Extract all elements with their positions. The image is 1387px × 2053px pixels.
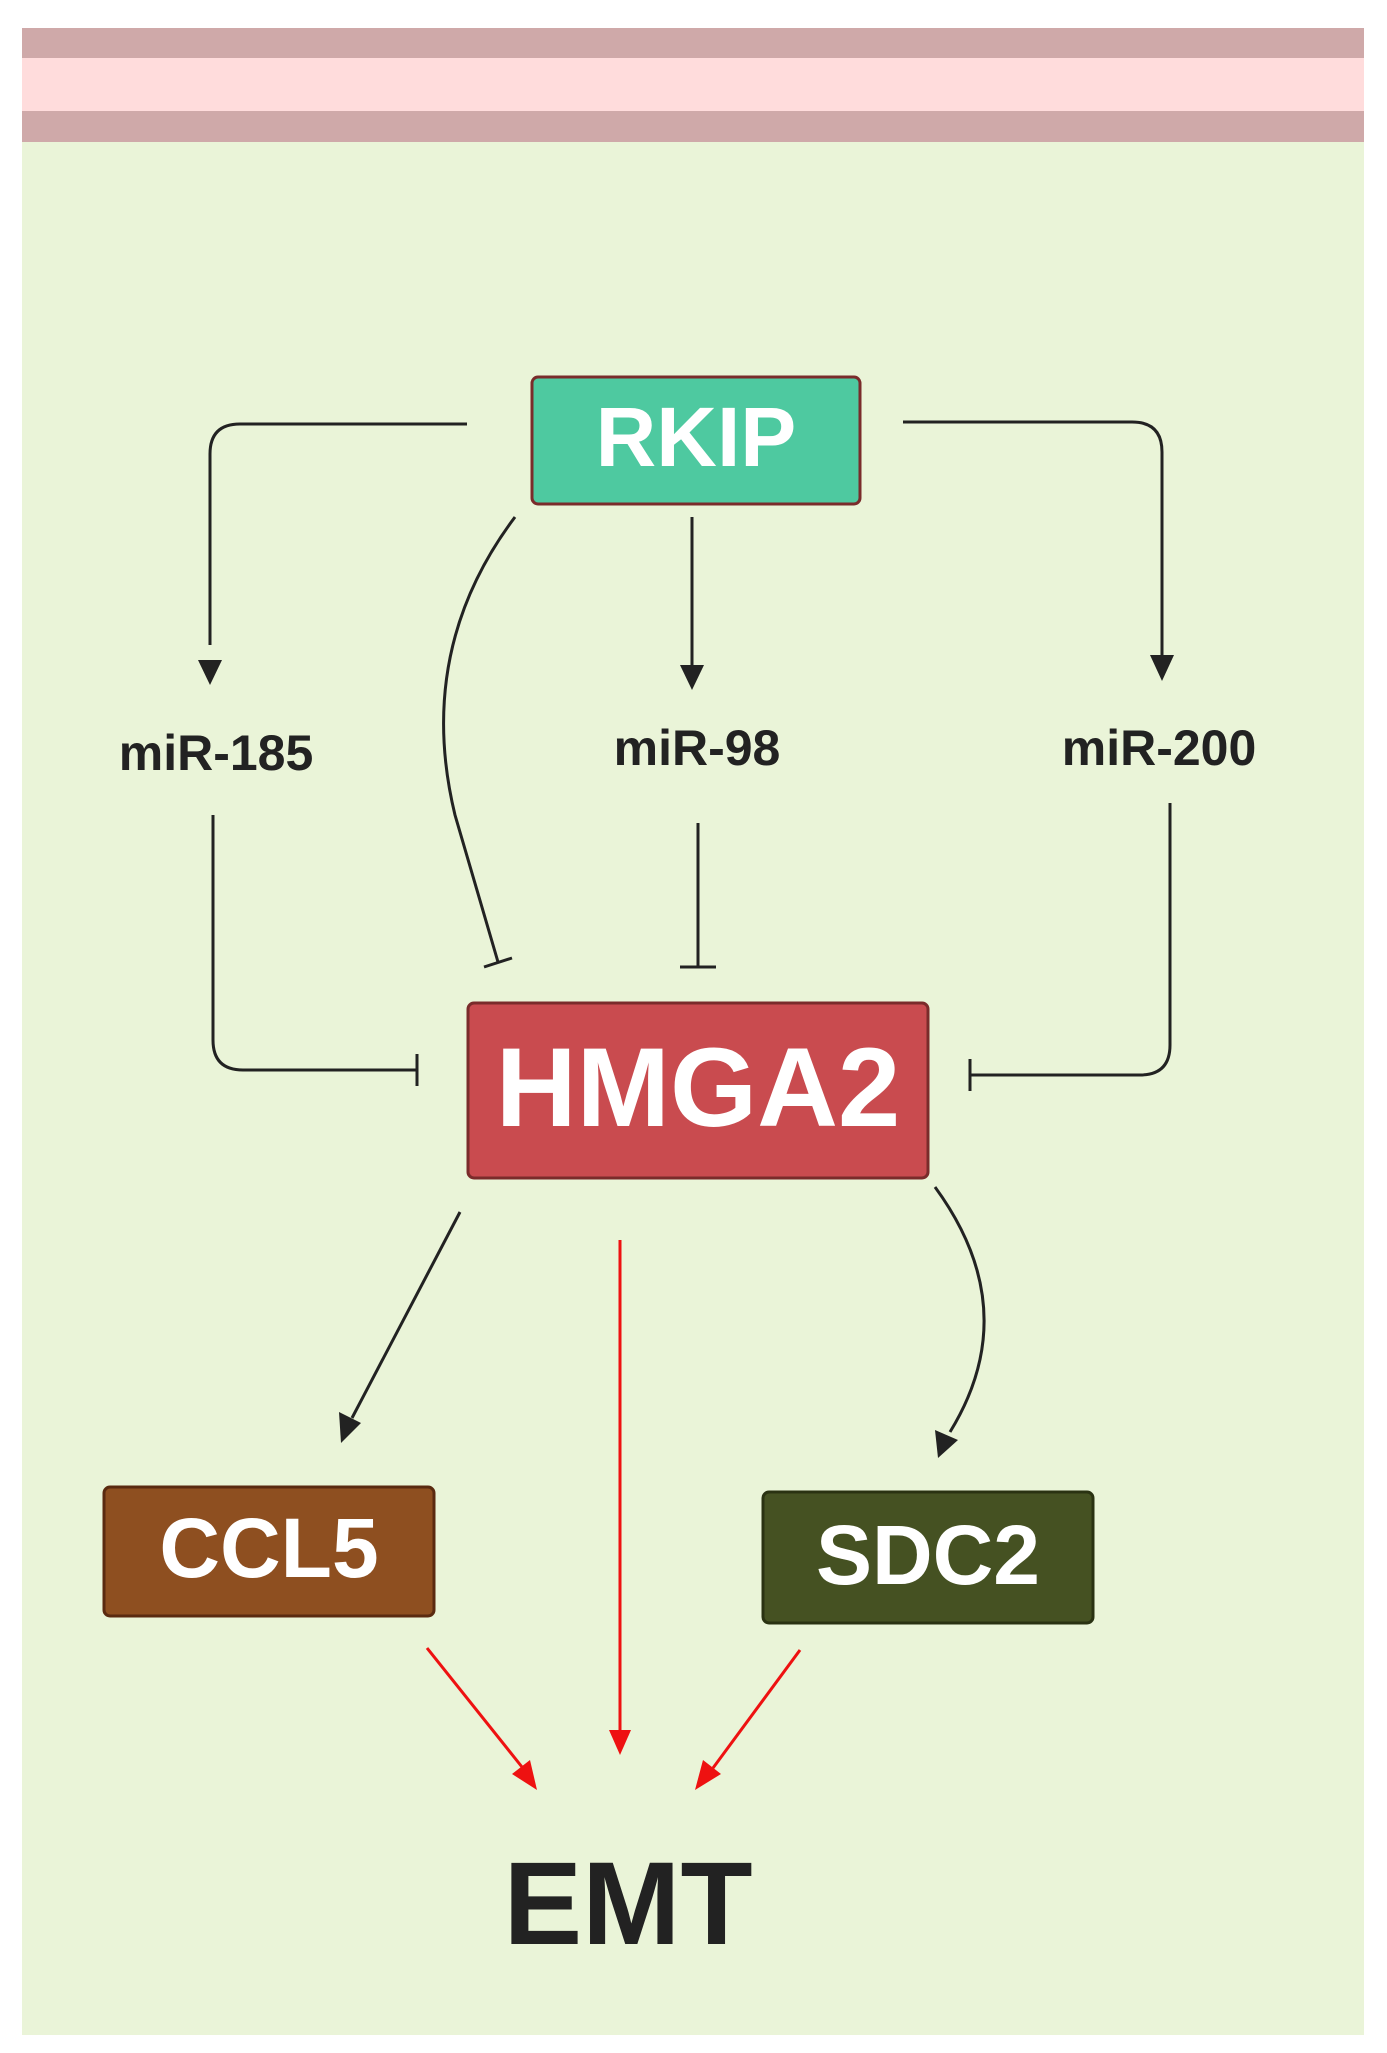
hmga2-node: HMGA2 <box>466 1001 930 1180</box>
sdc2-node: SDC2 <box>761 1490 1095 1625</box>
rkip-label: RKIP <box>596 390 797 484</box>
rkip-to-mir185-arrow <box>198 422 467 685</box>
sdc2-label: SDC2 <box>816 1508 1040 1602</box>
membrane-outer-top <box>22 28 1364 58</box>
rkip-inhibits-hmga2-line <box>442 516 517 969</box>
hmga2-to-sdc2-arrow <box>933 1186 986 1458</box>
mir185-label: miR-185 <box>119 725 314 781</box>
mir200-inhibits-hmga2-line <box>968 803 1172 1091</box>
membrane-inner <box>22 58 1364 111</box>
rkip-node: RKIP <box>530 375 862 506</box>
hmga2-to-ccl5-arrow <box>339 1211 462 1443</box>
hmga2-to-emt-arrow <box>609 1240 631 1755</box>
rkip-to-mir98-arrow <box>680 517 704 690</box>
mir98-inhibits-hmga2-line <box>680 823 716 969</box>
hmga2-label: HMGA2 <box>496 1025 900 1150</box>
mir185-inhibits-hmga2-line <box>211 815 419 1086</box>
membrane-outer-bottom <box>22 111 1364 142</box>
sdc2-to-emt-arrow <box>695 1649 802 1790</box>
rkip-to-mir200-arrow <box>903 420 1174 681</box>
emt-label: EMT <box>503 1838 752 1970</box>
ccl5-label: CCL5 <box>159 1501 378 1595</box>
ccl5-node: CCL5 <box>102 1485 436 1618</box>
mir200-label: miR-200 <box>1062 720 1257 776</box>
mir98-label: miR-98 <box>614 720 781 776</box>
ccl5-to-emt-arrow <box>425 1647 537 1790</box>
